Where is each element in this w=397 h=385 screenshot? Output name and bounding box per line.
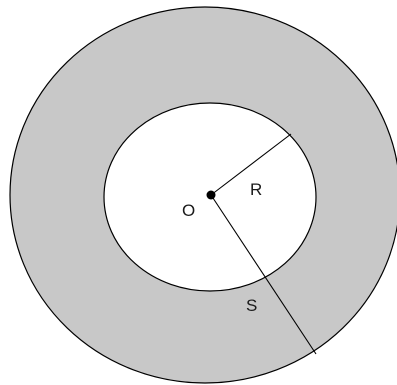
center-label: O [182,201,195,220]
radius-r-line [210,133,292,196]
center-point [206,190,216,200]
radius-r-label: R [250,180,262,199]
segment-s-label: S [246,296,257,315]
segment-s-line [210,194,317,355]
